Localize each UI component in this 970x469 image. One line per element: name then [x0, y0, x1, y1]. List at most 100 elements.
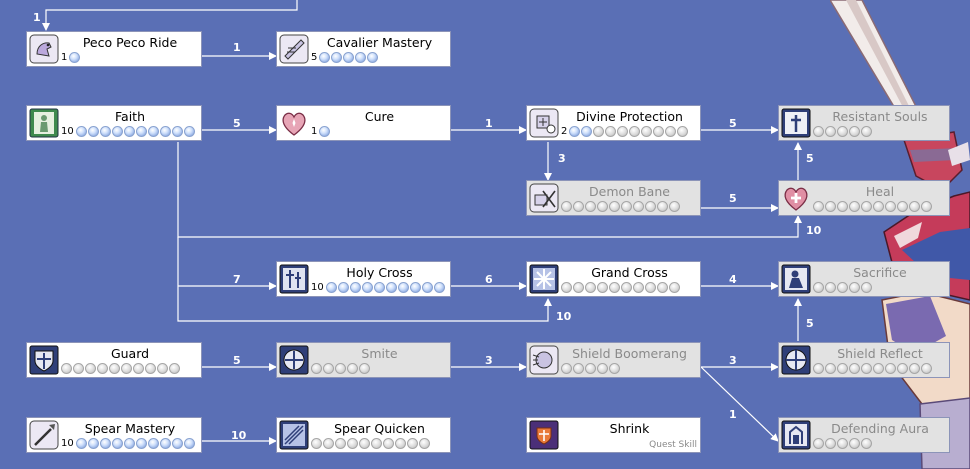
skill-holy-cross[interactable]: Holy Cross 10 — [276, 261, 451, 297]
level-pip-filled — [569, 126, 581, 137]
skill-sacrifice[interactable]: Sacrifice — [778, 261, 950, 297]
skill-level-pips — [61, 363, 180, 374]
skill-level-pips — [311, 438, 430, 449]
req-faith-to-heal: 10 — [806, 224, 822, 237]
defending-aura-icon — [780, 419, 812, 451]
level-pip-empty — [633, 282, 644, 293]
skill-demon-bane[interactable]: Demon Bane — [526, 180, 701, 216]
skill-cavalier-mastery[interactable]: Cavalier Mastery 5 — [276, 31, 451, 67]
req-demon-to-heal: 5 — [729, 192, 737, 205]
level-pip-filled — [319, 52, 331, 63]
skill-heal[interactable]: Heal — [778, 180, 950, 216]
level-pip-empty — [921, 201, 932, 212]
level-pip-empty — [323, 438, 334, 449]
spear-quicken-icon — [278, 419, 310, 451]
skill-faith[interactable]: Faith 10 — [26, 105, 202, 141]
skill-name: Defending Aura — [831, 421, 929, 436]
skill-cure[interactable]: Cure 1 — [276, 105, 451, 141]
skill-grand-cross[interactable]: Grand Cross — [526, 261, 701, 297]
level-pip-filled — [99, 438, 111, 449]
level-pip-empty — [593, 126, 605, 137]
level-pip-empty — [825, 363, 836, 374]
level-pip-empty — [825, 126, 836, 137]
skill-name: Spear Mastery — [84, 421, 176, 436]
level-pip-empty — [585, 282, 596, 293]
level-pip-empty — [813, 438, 824, 449]
level-pip-empty — [837, 126, 848, 137]
level-pip-empty — [885, 363, 896, 374]
heal-heart-cross-icon — [780, 182, 812, 214]
skill-spear-quicken[interactable]: Spear Quicken — [276, 417, 451, 453]
req-guard-to-smite: 5 — [233, 354, 241, 367]
level-pip-empty — [813, 126, 824, 137]
skill-name: Peco Peco Ride — [82, 35, 178, 50]
level-pip-empty — [909, 363, 920, 374]
skill-name: Demon Bane — [589, 184, 670, 199]
skill-defending-aura[interactable]: Defending Aura — [778, 417, 950, 453]
skill-name: Cure — [364, 109, 395, 124]
skill-level-pips — [813, 201, 932, 212]
cure-heart-icon — [278, 107, 310, 139]
level-pip-empty — [861, 438, 872, 449]
level-pip-empty — [371, 438, 382, 449]
level-pip-empty — [861, 282, 872, 293]
skill-resistant-souls[interactable]: Resistant Souls — [778, 105, 950, 141]
level-pip-filled — [123, 126, 135, 137]
skill-spear-mastery[interactable]: Spear Mastery 10 — [26, 417, 202, 453]
req-boomerang-to-aura: 1 — [729, 408, 737, 421]
level-pip-empty — [849, 363, 860, 374]
level-pip-empty — [597, 282, 608, 293]
level-pip-empty — [849, 282, 860, 293]
skill-shield-boomerang[interactable]: Shield Boomerang — [526, 342, 701, 378]
req-reflect-to-sacrifice: 5 — [806, 317, 814, 330]
level-pip-empty — [849, 126, 860, 137]
req-faith-to-grand: 10 — [556, 310, 572, 323]
hilt-accent — [948, 142, 970, 166]
level-pip-empty — [825, 282, 836, 293]
level-pip-empty — [909, 201, 920, 212]
level-pip-filled — [325, 282, 337, 293]
req-divine-to-resistant: 5 — [729, 117, 737, 130]
skill-current-level: 10 — [61, 438, 74, 449]
level-pip-empty — [825, 201, 836, 212]
skill-name: Spear Quicken — [334, 421, 425, 436]
level-pip-empty — [85, 363, 96, 374]
demon-bane-icon — [528, 182, 560, 214]
level-pip-filled — [397, 282, 409, 293]
skill-shrink[interactable]: Shrink Quest Skill — [526, 417, 701, 453]
level-pip-filled — [361, 282, 373, 293]
skill-smite[interactable]: Smite — [276, 342, 451, 378]
level-pip-empty — [873, 363, 884, 374]
hair-shape — [886, 296, 946, 354]
skill-peco-peco-ride[interactable]: Peco Peco Ride 1 — [26, 31, 202, 67]
level-pip-empty — [597, 363, 608, 374]
grand-cross-icon — [528, 263, 560, 295]
level-pip-empty — [621, 201, 632, 212]
level-pip-filled — [349, 282, 361, 293]
level-pip-filled — [147, 438, 159, 449]
level-pip-empty — [359, 438, 370, 449]
skill-name: Shrink — [609, 421, 650, 436]
level-pip-empty — [653, 126, 665, 137]
req-peco-to-cavalier: 1 — [233, 41, 241, 54]
level-pip-empty — [813, 282, 824, 293]
level-pip-filled — [75, 126, 87, 137]
skill-shield-reflect[interactable]: Shield Reflect — [778, 342, 950, 378]
skill-divine-protection[interactable]: Divine Protection 2 — [526, 105, 701, 141]
skill-level-pips: 10 — [61, 126, 195, 137]
skill-level-pips — [311, 363, 370, 374]
shield-reflect-icon — [780, 344, 812, 376]
level-pip-empty — [897, 363, 908, 374]
level-pip-empty — [885, 201, 896, 212]
level-pip-filled — [171, 126, 183, 137]
level-pip-filled — [409, 282, 421, 293]
level-pip-filled — [111, 126, 123, 137]
req-holy-to-grand: 6 — [485, 273, 493, 286]
level-pip-filled — [99, 126, 111, 137]
line-boomerang-to-aura — [700, 366, 779, 442]
level-pip-empty — [677, 126, 689, 137]
skill-guard[interactable]: Guard — [26, 342, 202, 378]
level-pip-filled — [581, 126, 593, 137]
level-pip-filled — [69, 52, 81, 63]
